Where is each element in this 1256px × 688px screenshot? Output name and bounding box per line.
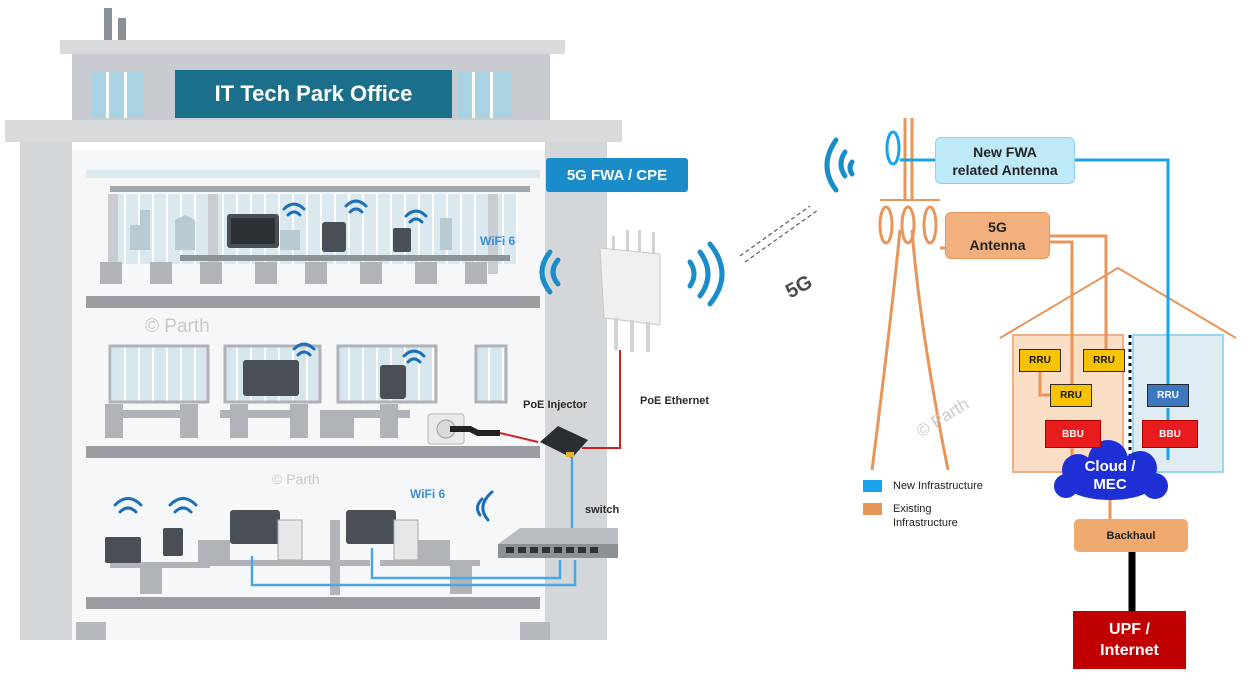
fwa-antenna-icon: [885, 130, 901, 166]
rru-box-new: RRU: [1147, 384, 1189, 407]
5g-antenna-label: 5G Antenna: [945, 212, 1050, 259]
fwa-cpe-label: 5G FWA / CPE: [546, 158, 688, 192]
floor-top: [86, 170, 540, 284]
monitor-icon: [243, 360, 299, 396]
monitor-icon: [105, 537, 141, 563]
wifi-signal-icon: [113, 497, 143, 514]
wifi-signal-icon: [475, 490, 494, 522]
rru-box: RRU: [1019, 349, 1061, 372]
wifi6-label-top: WiFi 6: [480, 234, 516, 248]
poe-injector-label: PoE Injector: [523, 399, 588, 411]
phone-icon: [393, 228, 411, 252]
legend-label-existing: Existing Infrastructure: [893, 503, 958, 529]
wifi6-label-bottom: WiFi 6: [410, 487, 446, 501]
backhaul-label: Backhaul: [1074, 519, 1188, 552]
switch-label: switch: [585, 504, 620, 516]
wireless-link: [739, 205, 819, 263]
wifi-signal-icon: [292, 342, 316, 357]
poe-ethernet-label: PoE Ethernet: [640, 395, 710, 407]
upf-internet-label: UPF / Internet: [1073, 611, 1186, 669]
phone-icon: [163, 528, 183, 556]
new-fwa-antenna-label: New FWA related Antenna: [935, 137, 1075, 184]
new-infrastructure-links: [900, 158, 1170, 460]
wifi-signal-icon: [402, 349, 426, 364]
fwa-cpe-device: [599, 230, 661, 352]
wifi-signal-icon: [404, 209, 428, 224]
legend-swatch-existing: [863, 503, 882, 515]
floor-middle: [105, 344, 508, 445]
radio-waves-icon: [539, 137, 855, 307]
bbu-box: BBU: [1045, 420, 1101, 448]
legend-swatch-new: [863, 480, 882, 492]
floor-bottom: [105, 510, 577, 595]
wifi-signal-icon: [168, 497, 198, 514]
cell-tower: [870, 118, 950, 471]
tablet-icon: [322, 222, 346, 252]
laptop-icon: [227, 214, 279, 248]
wifi-signal-icon: [344, 199, 368, 214]
desktop-computer-icon: [346, 510, 419, 561]
tablet-icon: [380, 365, 406, 399]
building-title-banner: IT Tech Park Office: [175, 70, 452, 118]
rru-box: RRU: [1050, 384, 1092, 407]
wifi-signal-icon: [282, 202, 306, 217]
poe-injector-icon: [540, 426, 588, 458]
watermark: © Parth: [272, 471, 320, 487]
power-socket-icon: [427, 413, 500, 445]
rru-box: RRU: [1083, 349, 1125, 372]
desktop-computer-icon: [230, 510, 303, 561]
bbu-box-new: BBU: [1142, 420, 1198, 448]
watermark: © Parth: [145, 316, 210, 337]
network-switch-icon: [498, 528, 618, 558]
legend-label-new: New Infrastructure: [893, 480, 983, 492]
cloud-mec-icon: [1054, 440, 1168, 500]
cloud-mec-label: Cloud / MEC: [1084, 458, 1136, 493]
